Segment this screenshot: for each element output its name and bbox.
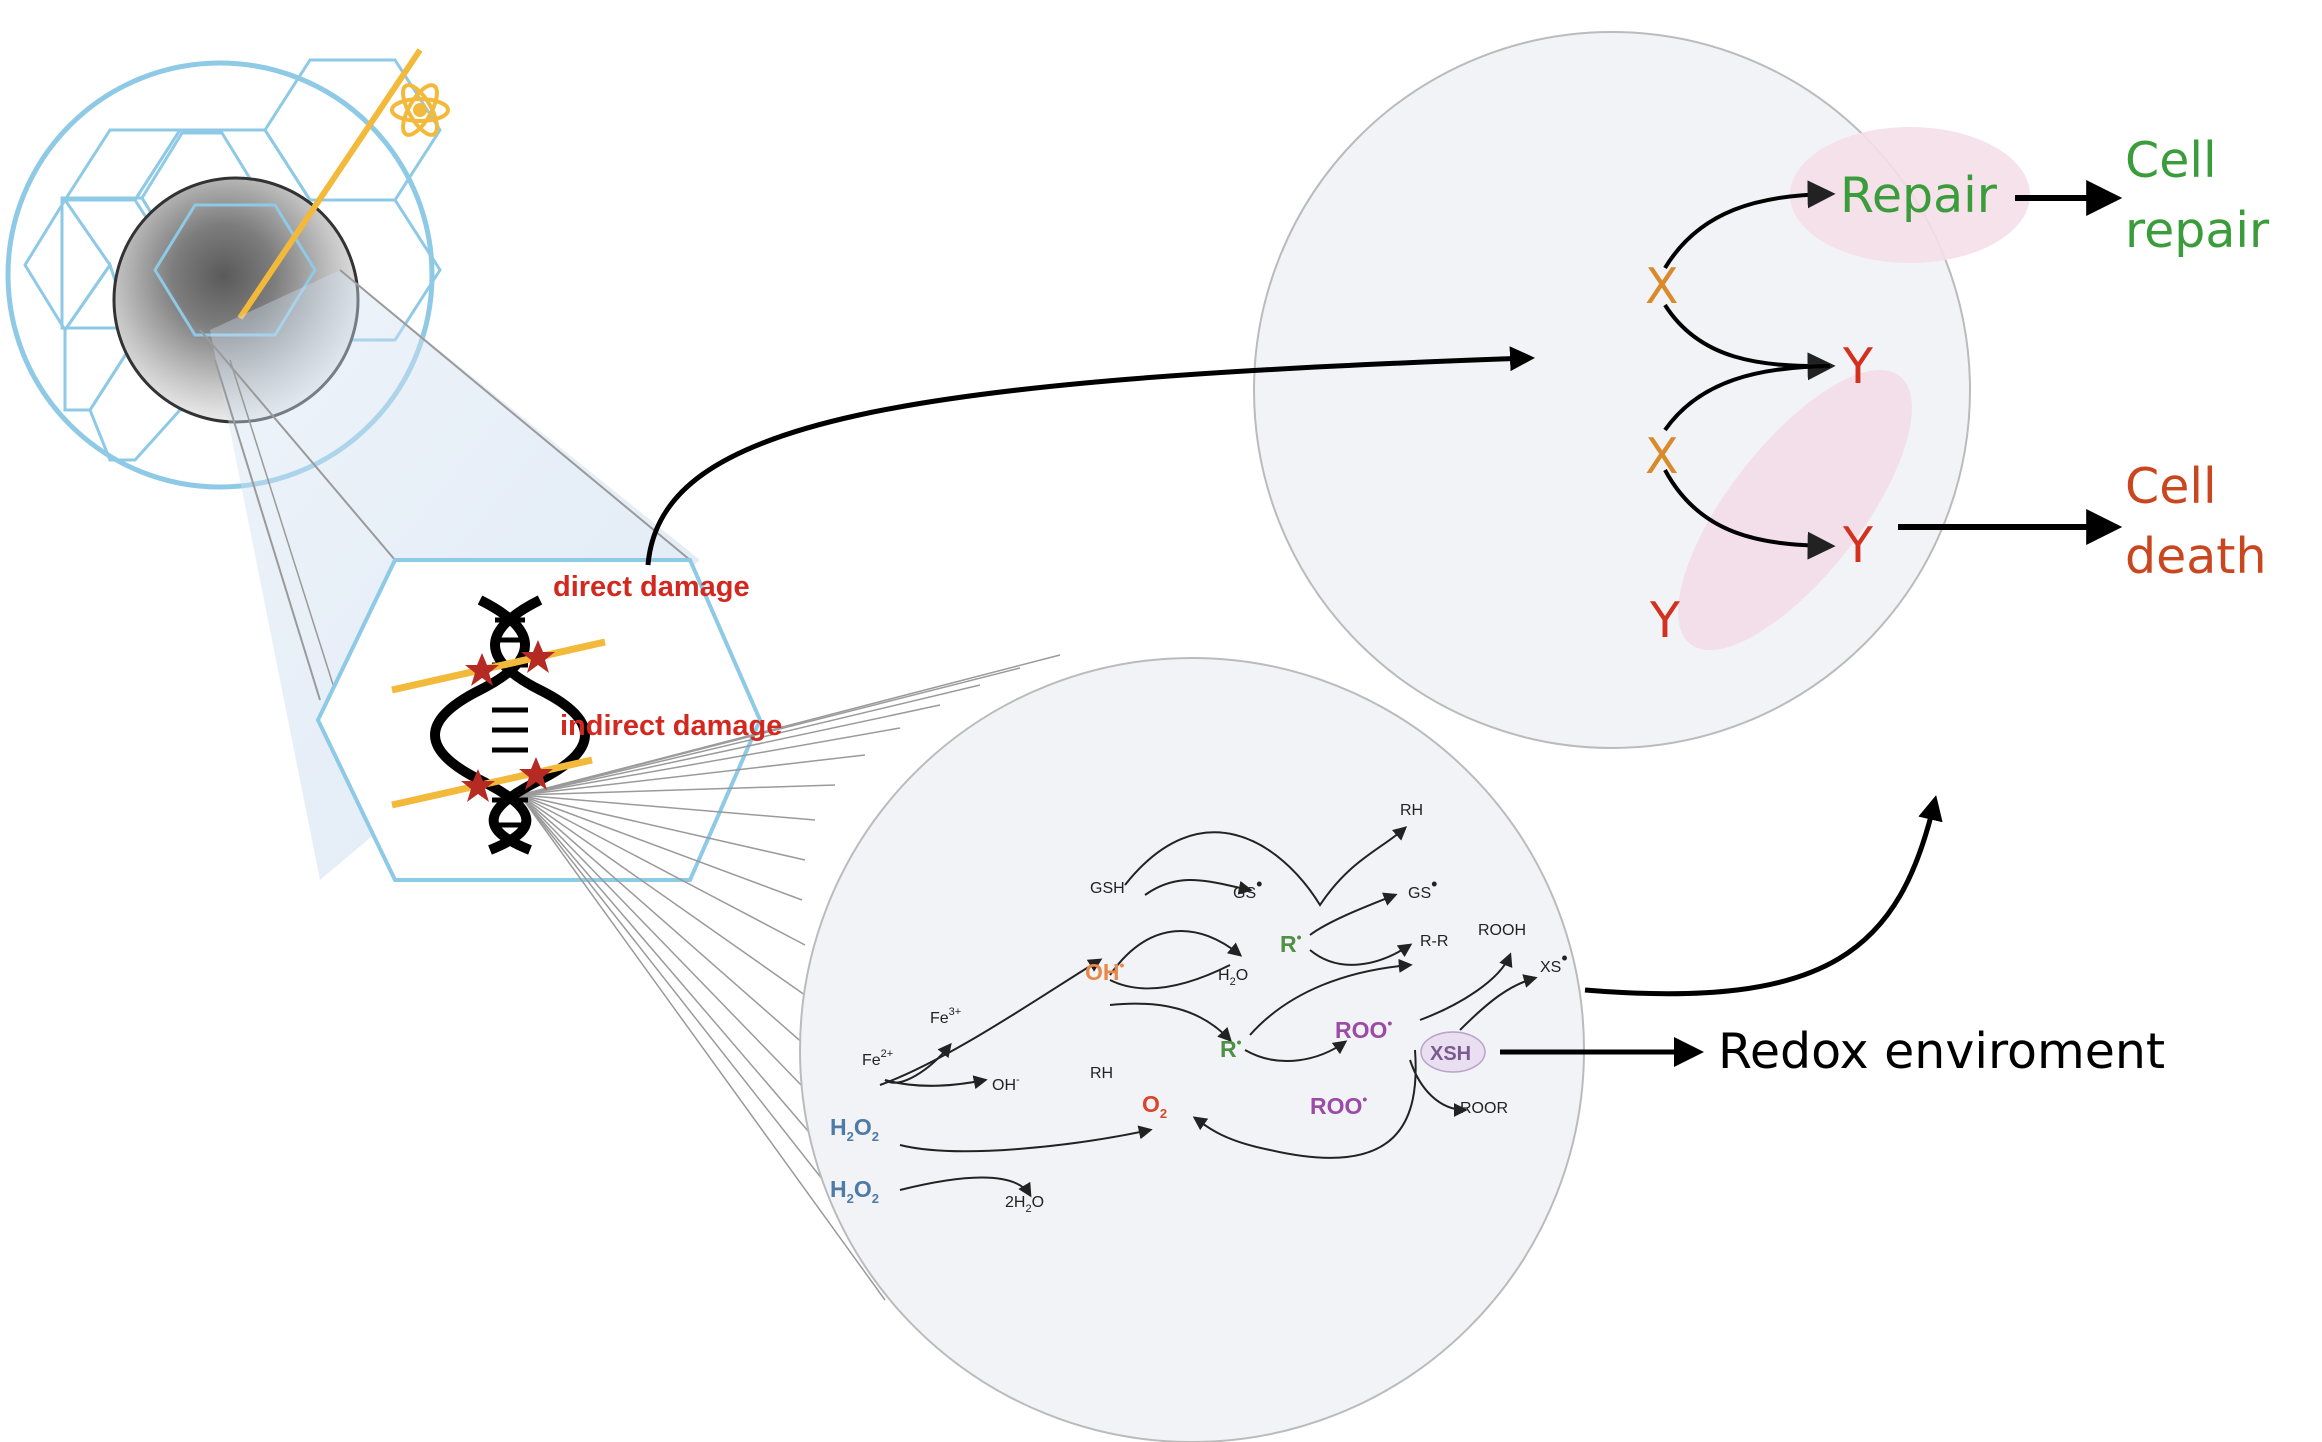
rh-label: RH <box>1090 1065 1113 1082</box>
cell-death-line2: death <box>2125 528 2267 585</box>
radiation-track <box>237 48 423 320</box>
h2o-label: H2O <box>1218 967 1248 988</box>
roo-radical-label-2: ROO• <box>1310 1091 1367 1119</box>
atom-icon <box>390 83 450 137</box>
repair-label: Repair <box>1840 167 1998 224</box>
dna-helix-icon <box>430 595 590 855</box>
r-lower-label: R• <box>1220 1034 1242 1062</box>
xsh-bubble <box>1420 1031 1486 1073</box>
x-bottom-label: X <box>1645 428 1679 485</box>
fe2-label: Fe2+ <box>862 1048 893 1069</box>
cell-repair-line2: repair <box>2125 202 2270 259</box>
oh-minus-label: OH- <box>992 1074 1020 1094</box>
gsh-label: GSH <box>1090 880 1125 897</box>
fe3-label: Fe3+ <box>930 1006 961 1027</box>
h2o2-label-2: H2O2 <box>830 1176 879 1206</box>
outcome-circle <box>1253 31 2030 749</box>
r-upper-label: R• <box>1280 929 1302 957</box>
outcome-arrows <box>1663 180 2123 560</box>
two-h2o-label: 2H2O <box>1005 1194 1044 1215</box>
direct-damage-label: direct damage <box>553 571 750 603</box>
death-highlight <box>1678 370 1912 650</box>
cell-repair-line1: Cell <box>2125 132 2217 189</box>
gs-label-2: GS• <box>1408 874 1437 902</box>
x-top-label: X <box>1645 258 1679 315</box>
h2o2-label-1: H2O2 <box>830 1114 879 1144</box>
rooh-label: ROOH <box>1478 922 1526 939</box>
o2-label: O2 <box>1142 1091 1167 1121</box>
oh-radical-label: OH• <box>1085 957 1125 985</box>
repair-highlight <box>1790 127 2030 263</box>
roor-label: ROOR <box>1460 1100 1508 1117</box>
tissue-cell <box>5 48 442 490</box>
gs-label-1: GS• <box>1233 874 1262 902</box>
xs-label: XS• <box>1540 948 1568 976</box>
redox-environment-label: Redox enviroment <box>1718 1023 2165 1080</box>
redox-labels: RH GSH GS• GS• R• R-R ROOH XS• OH• H2O R… <box>830 802 1568 1215</box>
y-bottom-label: Y <box>1649 592 1681 649</box>
y-top-label: Y <box>1842 338 1874 395</box>
main-arrows <box>645 346 1943 1067</box>
xsh-label: XSH <box>1430 1043 1471 1065</box>
rh-top-label: RH <box>1400 802 1423 819</box>
radiation-track-direct <box>391 638 606 694</box>
y-middle-label: Y <box>1842 517 1874 574</box>
reaction-arrows <box>879 826 1538 1198</box>
cell-death-line1: Cell <box>2125 458 2217 515</box>
zoom-lines-to-redox <box>519 654 1061 1301</box>
indirect-damage-label: indirect damage <box>560 710 782 742</box>
r-r-label: R-R <box>1420 933 1448 950</box>
roo-radical-label-1: ROO• <box>1335 1015 1392 1043</box>
